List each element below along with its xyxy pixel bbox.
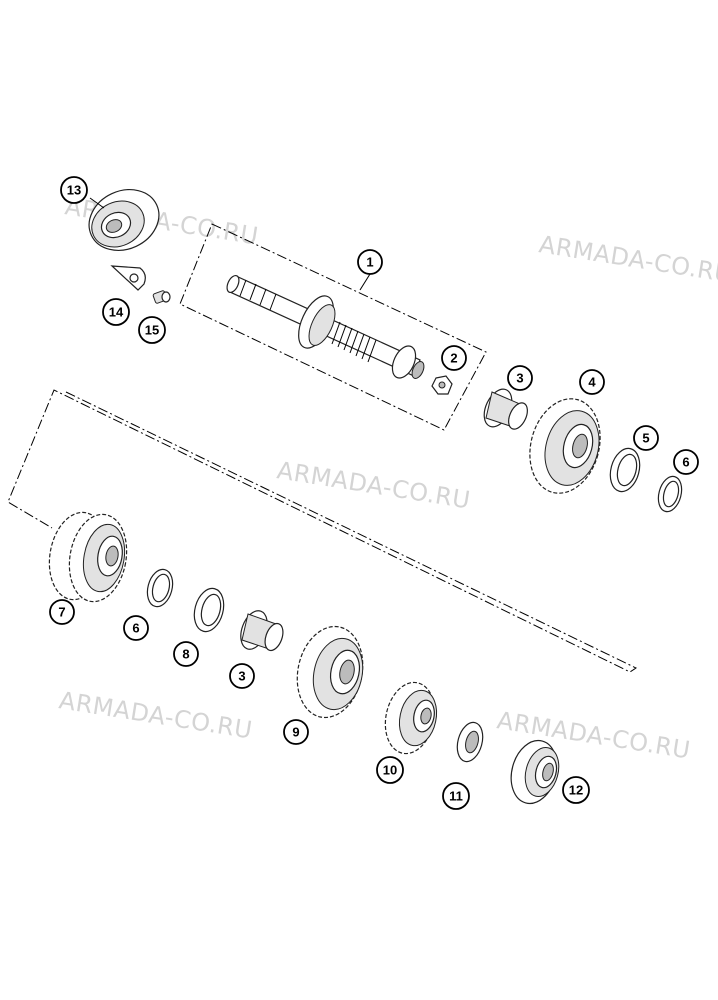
gear-7	[48, 511, 128, 603]
washer-5	[609, 447, 641, 493]
callout-6-bottom: 6	[123, 615, 149, 641]
callout-13-label: 13	[67, 183, 81, 198]
callout-10-label: 10	[383, 763, 397, 778]
callout-14-label: 14	[109, 305, 124, 320]
callout-7: 7	[49, 599, 75, 625]
gear-4	[529, 398, 601, 494]
callout-5-label: 5	[642, 431, 649, 446]
watermark: ARMADA-CO.RU	[537, 230, 718, 288]
washer-11	[456, 721, 484, 763]
nut-2	[431, 375, 453, 395]
needle-bearing-3-top	[483, 388, 528, 430]
callout-12: 12	[562, 776, 590, 804]
circlip-6-top	[657, 475, 683, 513]
gear-stack-outline	[7, 389, 638, 673]
callout-15: 15	[138, 316, 166, 344]
screw-15	[152, 290, 171, 304]
callout-3-bottom-label: 3	[238, 669, 245, 684]
main-shaft-1	[226, 274, 425, 379]
bearing-12	[510, 739, 560, 805]
washer-8	[193, 587, 225, 633]
callout-9-label: 9	[292, 725, 299, 740]
callout-13: 13	[60, 176, 88, 204]
callout-2-label: 2	[450, 351, 457, 366]
callout-11-label: 11	[449, 789, 463, 804]
callout-11: 11	[442, 782, 470, 810]
watermark: ARMADA-CO.RU	[57, 686, 254, 744]
callout-6-top: 6	[673, 449, 699, 475]
watermark: ARMADA-CO.RU	[275, 456, 472, 514]
shaft-splines	[239, 279, 377, 363]
callout-3-bottom: 3	[229, 663, 255, 689]
bearing-13	[88, 189, 160, 251]
callout-6-bottom-label: 6	[132, 621, 139, 636]
gear-9	[296, 625, 364, 719]
callout-4-label: 4	[588, 375, 596, 390]
callout-7-label: 7	[58, 605, 65, 620]
shaft-assembly-outline	[179, 223, 487, 431]
callout-4: 4	[579, 369, 605, 395]
callout-1: 1	[357, 249, 383, 275]
callout-10: 10	[376, 756, 404, 784]
callout-3-top: 3	[507, 365, 533, 391]
callout-12-label: 12	[569, 783, 583, 798]
lock-plate-14	[110, 265, 146, 291]
callout-2: 2	[441, 345, 467, 371]
callout-8-label: 8	[182, 647, 189, 662]
callout-9: 9	[283, 719, 309, 745]
gear-10	[384, 681, 438, 755]
callout-15-label: 15	[145, 323, 159, 338]
callout-3-top-label: 3	[516, 371, 523, 386]
callout-6-top-label: 6	[682, 455, 689, 470]
circlip-6-bottom	[146, 568, 174, 608]
leader-lines	[89, 197, 371, 291]
needle-bearing-3-bottom	[240, 610, 284, 652]
callout-1-label: 1	[366, 255, 373, 270]
callout-8: 8	[173, 641, 199, 667]
callout-14: 14	[102, 298, 130, 326]
callout-5: 5	[633, 425, 659, 451]
